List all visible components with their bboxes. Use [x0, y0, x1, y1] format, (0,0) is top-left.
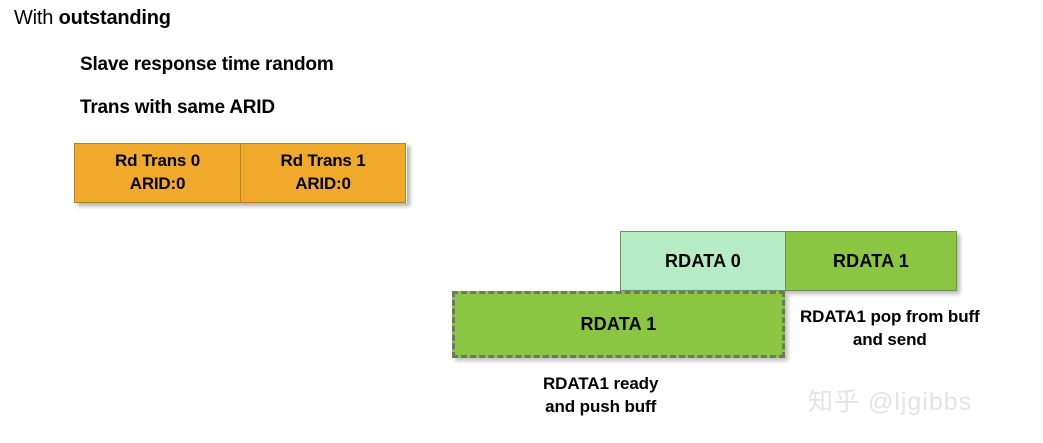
- transaction-box-0-name: Rd Trans 0: [115, 151, 200, 171]
- rdata-response-row: RDATA 0 RDATA 1: [620, 231, 957, 291]
- caption-pop-from-buff: RDATA1 pop from buff and send: [800, 306, 980, 352]
- read-transaction-row: Rd Trans 0 ARID:0 Rd Trans 1 ARID:0: [74, 143, 407, 203]
- page-title-emphasis: outstanding: [58, 7, 171, 29]
- caption-ready-line-1: RDATA1 ready: [543, 374, 659, 393]
- page-title-prefix: With: [14, 7, 59, 29]
- note-slave-response: Slave response time random: [80, 54, 334, 75]
- rdata-buffered-box: RDATA 1: [452, 291, 785, 358]
- transaction-box-1-arid: ARID:0: [295, 174, 351, 193]
- page-title: With outstanding: [14, 8, 171, 28]
- transaction-box-0: Rd Trans 0 ARID:0: [74, 143, 241, 203]
- watermark: 知乎 @ljgibbs: [808, 388, 973, 416]
- transaction-box-1: Rd Trans 1 ARID:0: [240, 143, 406, 203]
- caption-ready-push-buff: RDATA1 ready and push buff: [543, 373, 658, 419]
- rdata-box-1: RDATA 1: [785, 231, 957, 291]
- rdata-box-0: RDATA 0: [620, 231, 786, 291]
- transaction-box-0-arid: ARID:0: [129, 174, 186, 193]
- note-trans-arid: Trans with same ARID: [80, 97, 275, 118]
- caption-ready-line-2: and push buff: [545, 396, 657, 416]
- caption-pop-line-1: RDATA1 pop from buff: [800, 307, 980, 326]
- transaction-box-1-name: Rd Trans 1: [280, 151, 366, 171]
- caption-pop-line-2: and send: [852, 329, 927, 349]
